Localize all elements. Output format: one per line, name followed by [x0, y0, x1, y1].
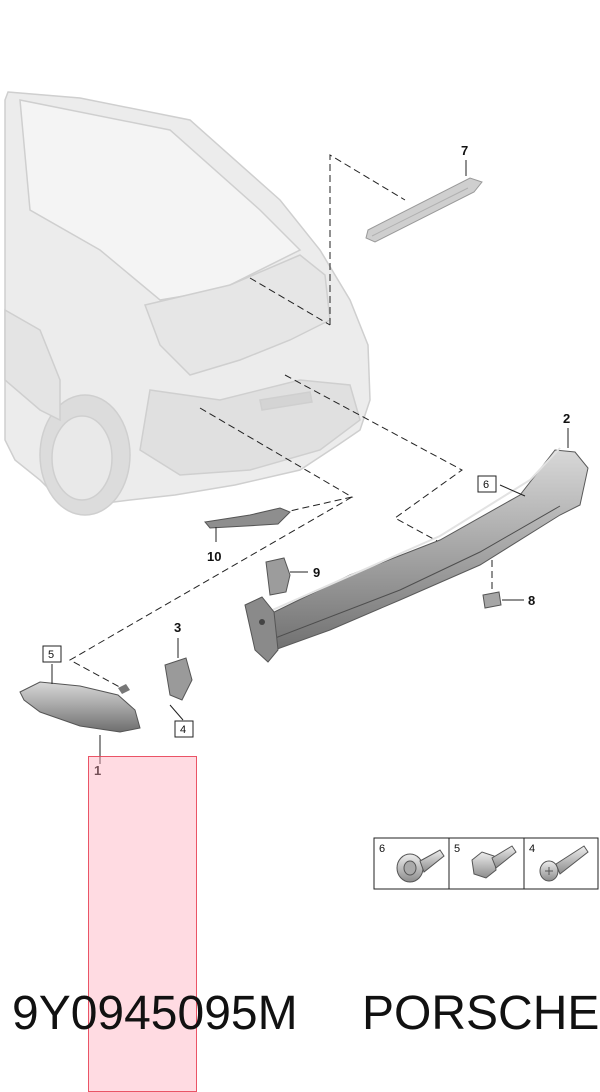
- callout-7: 7: [461, 143, 468, 158]
- callout-3: 3: [174, 620, 181, 635]
- legend-number-6: 6: [379, 843, 385, 855]
- part-8-plug: [482, 591, 502, 609]
- hex-bolt-icon: [471, 845, 517, 879]
- callout-leaders: [51, 160, 569, 764]
- brand-name: PORSCHE: [362, 987, 600, 1040]
- callout-2: 2: [563, 411, 570, 426]
- svg-text:4: 4: [180, 724, 186, 736]
- boxed-callouts: 6 5 4: [42, 475, 497, 738]
- part-3-bracket: [164, 657, 193, 701]
- legend-number-5: 5: [454, 843, 460, 855]
- torx-screw-icon: [539, 845, 589, 882]
- part-2-rear-diffuser: [261, 447, 589, 656]
- box-callout-4: [174, 720, 194, 738]
- svg-text:5: 5: [48, 649, 54, 661]
- box-callout-5: [42, 645, 62, 663]
- legend-number-4: 4: [529, 843, 535, 855]
- part-1-highlight-overlay: [88, 756, 197, 1092]
- diffuser-left-mount: [244, 596, 279, 663]
- callout-1: 1: [94, 763, 101, 778]
- assembly-leader-lines: [68, 154, 493, 691]
- part-number: 9Y0945095M: [12, 987, 298, 1040]
- callout-8: 8: [528, 593, 535, 608]
- callout-10: 10: [207, 549, 221, 564]
- flange-bolt-icon: [396, 849, 445, 883]
- fastener-legend: 6 5 4: [373, 837, 599, 890]
- box-callout-6: [477, 475, 497, 493]
- vehicle-illustration: [4, 91, 371, 516]
- callout-9: 9: [313, 565, 320, 580]
- callout-labels: 7 2 9 8 10 3 1: [94, 143, 570, 778]
- part-1-corner-trim: [19, 681, 141, 733]
- part-7-bracket: [365, 177, 483, 243]
- svg-text:6: 6: [483, 479, 489, 491]
- part-10-trim-strip: [204, 507, 291, 529]
- part-9-clip: [265, 557, 291, 596]
